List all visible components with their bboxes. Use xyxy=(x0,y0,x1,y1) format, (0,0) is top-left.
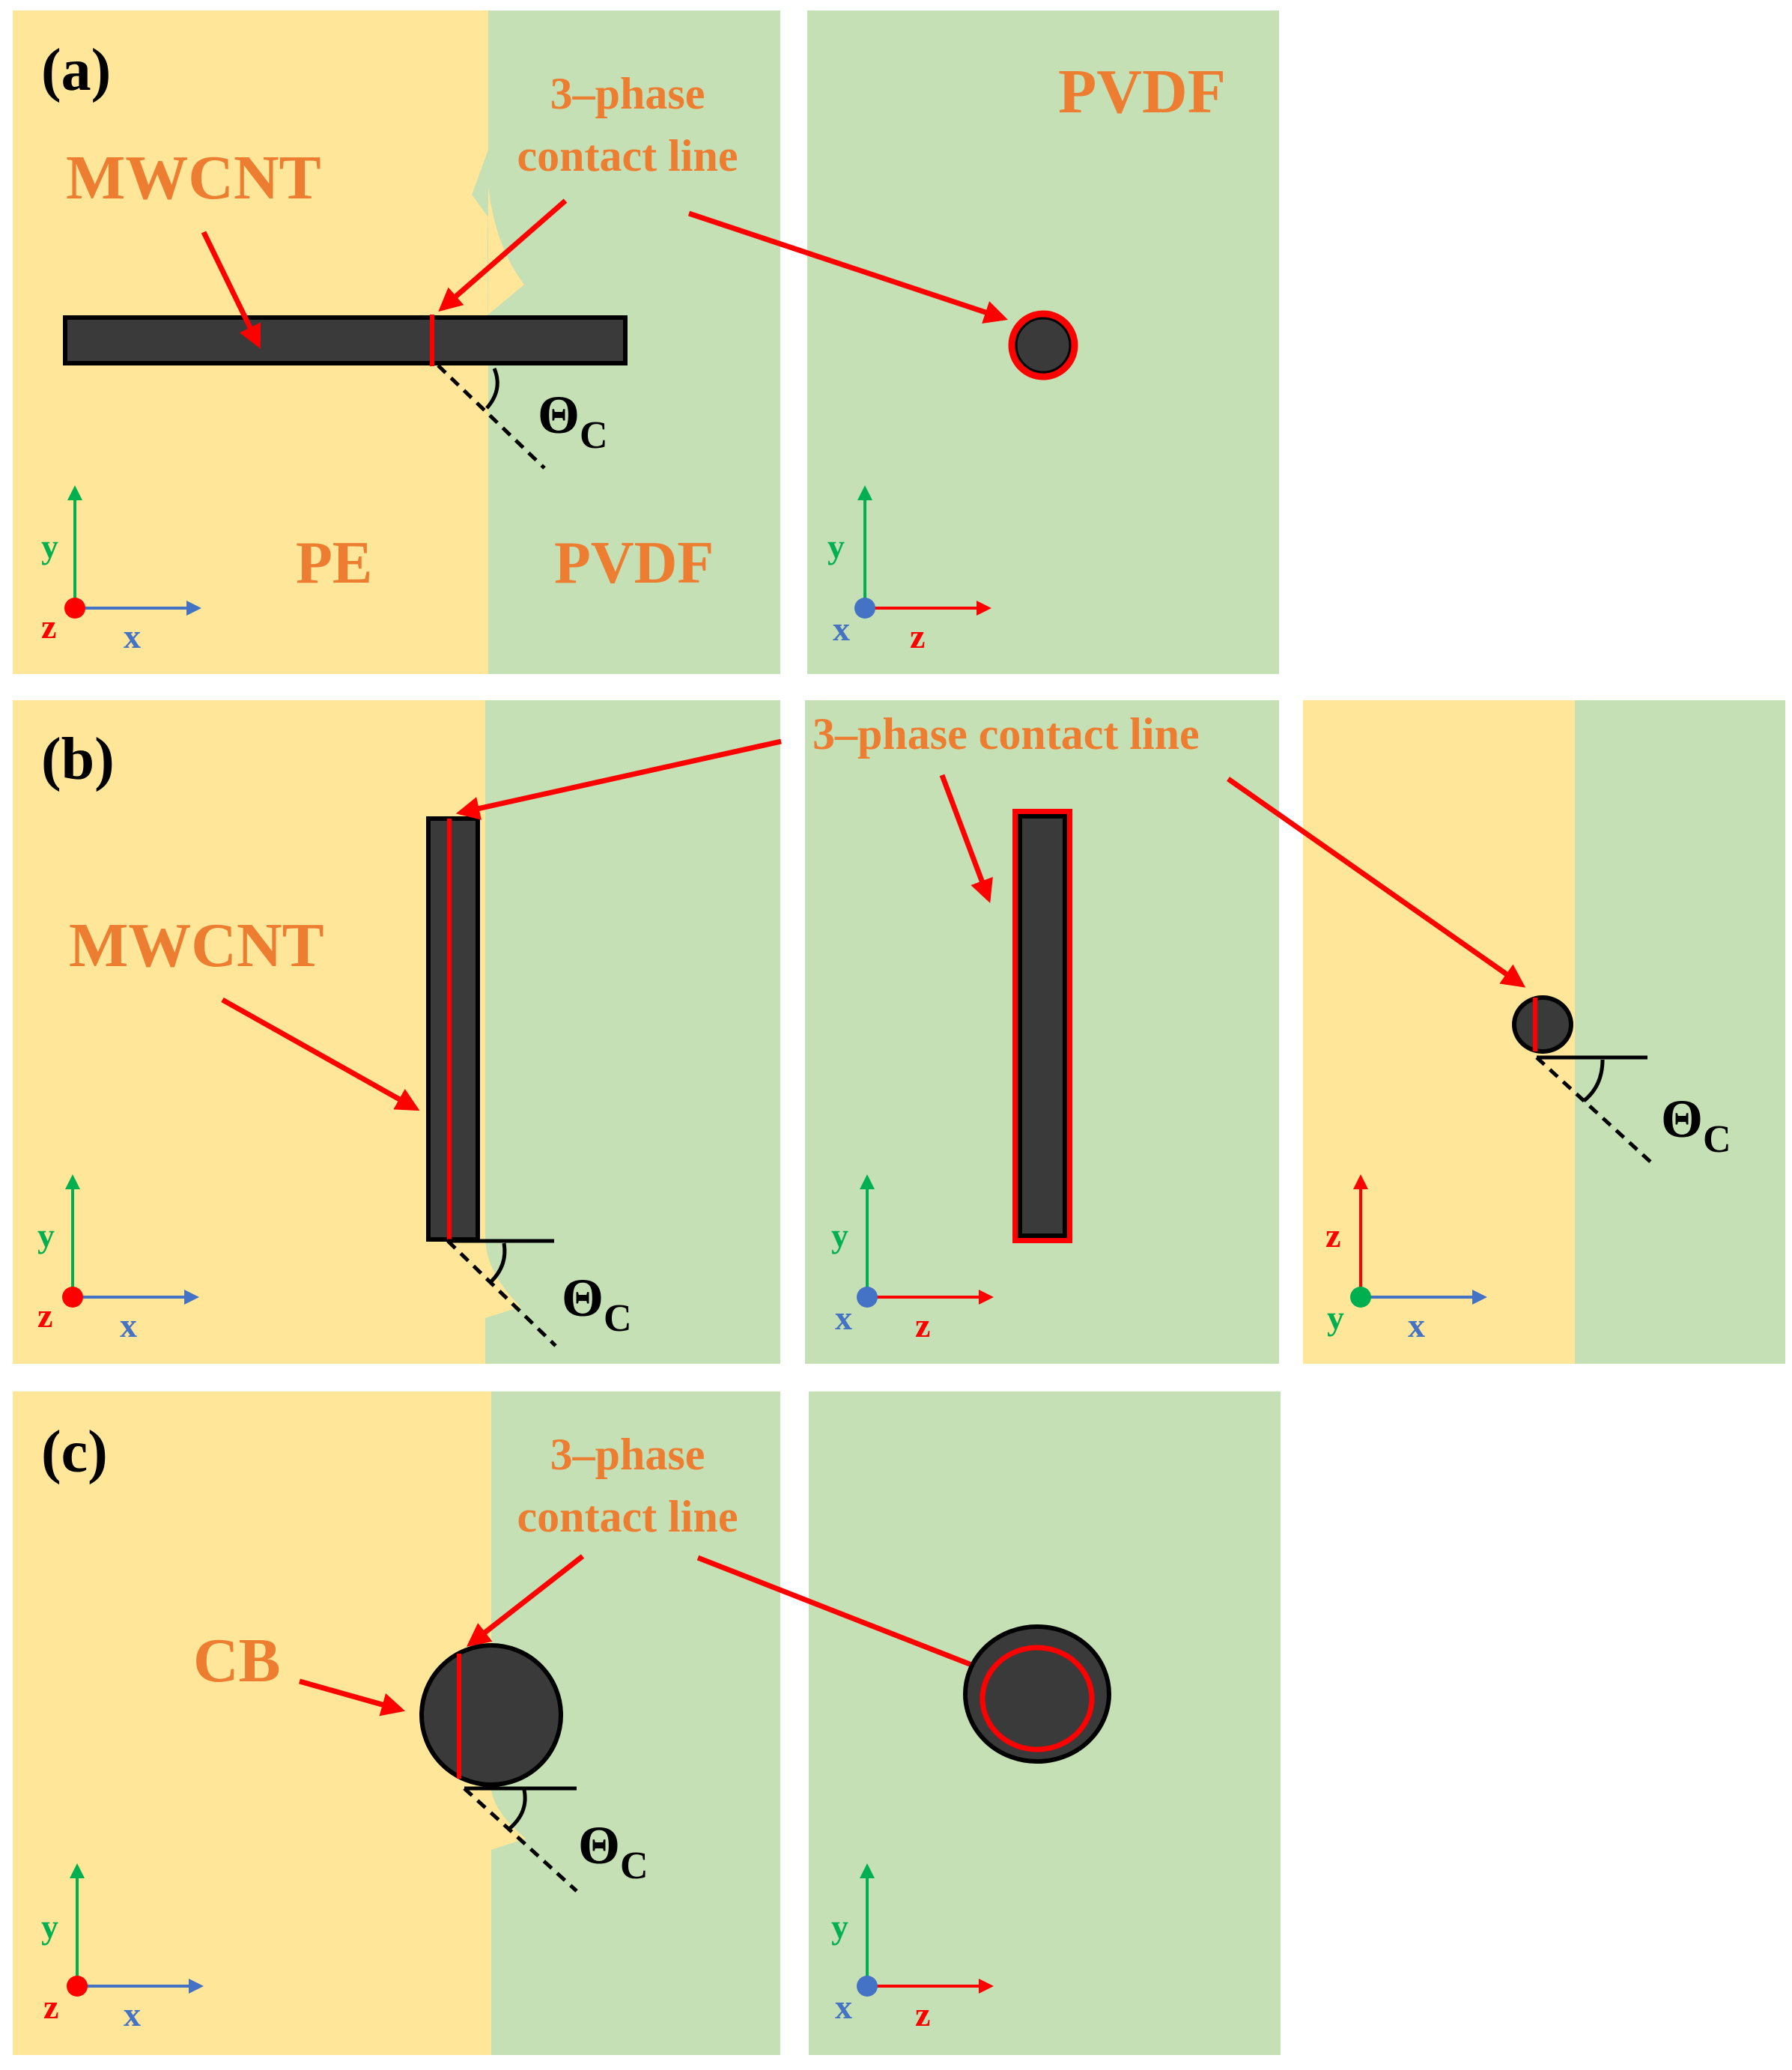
tangent-dashed-line xyxy=(1535,1056,1655,1166)
z-axis-label: z xyxy=(37,1296,52,1335)
panel-b-middle: 3–phase contact line y x z xyxy=(805,700,1279,1364)
z-axis-label: z xyxy=(41,607,56,646)
x-axis-label: x xyxy=(835,1988,852,2026)
pvdf-region xyxy=(485,700,780,1364)
angle-arc xyxy=(508,1789,527,1830)
contact-line-arrow-c-right xyxy=(696,1555,999,1678)
z-axis-dot xyxy=(64,598,85,619)
axis-triad-b-middle: y x z xyxy=(831,1174,994,1344)
panel-c-left: (c) 3–phase contact line CB ΘC y z x xyxy=(13,1391,780,2055)
contact-line-arrow-right xyxy=(687,210,1008,324)
z-axis-label: z xyxy=(43,1988,58,2026)
z-axis-label: z xyxy=(910,617,925,655)
panel-b-right: ΘC z y x xyxy=(1226,700,1785,1364)
x-axis-label: x xyxy=(124,617,141,655)
panel-label-b: (b) xyxy=(41,726,115,792)
pvdf-region xyxy=(1575,700,1785,1364)
mwcnt-arrow xyxy=(221,997,420,1111)
mwcnt-rod-vertical xyxy=(426,816,480,1242)
contact-line-label: contact line xyxy=(517,131,738,180)
axis-triad-a-right: y x z xyxy=(827,485,991,655)
y-axis-label: y xyxy=(41,1907,58,1946)
contact-line-label: contact line xyxy=(517,1492,738,1541)
contact-line-ring xyxy=(979,1645,1095,1752)
cb-label: CB xyxy=(193,1626,281,1696)
x-axis-label: x xyxy=(833,610,850,648)
pe-meniscus-bottom xyxy=(485,1239,520,1318)
cb-particle xyxy=(419,1643,563,1787)
contact-line-arrow-c-left xyxy=(467,1554,585,1647)
theta-symbol: ΘC xyxy=(538,385,608,457)
angle-arc xyxy=(1582,1059,1605,1102)
pe-label: PE xyxy=(296,530,372,596)
angle-arc xyxy=(485,368,499,410)
axis-triad-c-left: y z x xyxy=(41,1863,204,2033)
panel-b-left: (b) MWCNT ΘC y z x xyxy=(13,700,782,1364)
mwcnt-label: MWCNT xyxy=(69,911,324,980)
contact-line-arrow-b-middle xyxy=(939,774,993,903)
x-axis-label: x xyxy=(120,1306,137,1344)
x-axis-label: x xyxy=(835,1299,852,1337)
theta-symbol: ΘC xyxy=(562,1268,632,1340)
panel-c-right: y x z xyxy=(696,1391,1281,2055)
panel-label-a: (a) xyxy=(41,37,111,103)
pe-meniscus-bottom xyxy=(491,1790,526,1850)
tangent-dashed-line xyxy=(463,1787,578,1893)
panel-a-right: PVDF y x z xyxy=(687,10,1279,674)
theta-symbol: ΘC xyxy=(1661,1089,1731,1161)
tangent-dashed-line xyxy=(446,1239,557,1347)
y-axis-label: y xyxy=(827,527,845,565)
contact-line-arrow-b-left xyxy=(455,738,782,820)
three-phase-label: 3–phase xyxy=(550,1430,705,1479)
mwcnt-end-section xyxy=(1512,995,1573,1054)
angle-arc xyxy=(489,1242,507,1284)
mwcnt-label: MWCNT xyxy=(66,143,321,213)
contact-line-arrow-b-right xyxy=(1226,777,1526,988)
z-axis-label: z xyxy=(1325,1216,1340,1254)
y-axis-label: y xyxy=(1327,1299,1344,1337)
panel-label-c: (c) xyxy=(41,1419,108,1485)
pe-meniscus-top xyxy=(458,1558,491,1640)
theta-symbol: ΘC xyxy=(578,1815,649,1887)
axis-triad-b-left: y z x xyxy=(37,1174,199,1344)
axis-triad-c-right: y x z xyxy=(831,1863,994,2033)
pe-meniscus xyxy=(488,187,524,315)
contact-line-arrow-left xyxy=(438,198,568,312)
z-axis-label: z xyxy=(915,1306,930,1344)
pvdf-label: PVDF xyxy=(1058,57,1226,127)
y-axis-label: y xyxy=(37,1216,55,1254)
y-axis-label: y xyxy=(831,1907,848,1946)
three-phase-label: 3–phase xyxy=(550,69,705,118)
y-axis-label: y xyxy=(41,527,58,565)
mwcnt-arrow xyxy=(201,231,261,349)
x-axis-label: x xyxy=(124,1995,141,2033)
y-axis-label: y xyxy=(831,1216,848,1254)
z-axis-label: z xyxy=(915,1995,930,2033)
three-phase-contact-line-label: 3–phase contact line xyxy=(813,709,1200,759)
panel-a-left: (a) MWCNT 3–phase contact line ΘC PE PVD… xyxy=(13,10,780,674)
mwcnt-rod xyxy=(63,315,628,365)
cb-arrow xyxy=(299,1678,406,1717)
pvdf-label-bottom: PVDF xyxy=(554,530,714,596)
axis-triad-a-left: y z x xyxy=(41,485,201,655)
x-axis-label: x xyxy=(1408,1306,1425,1344)
axis-triad-b-right: z y x xyxy=(1325,1174,1487,1344)
mwcnt-cross-section xyxy=(1008,310,1078,380)
tangent-dashed-line xyxy=(437,364,546,470)
